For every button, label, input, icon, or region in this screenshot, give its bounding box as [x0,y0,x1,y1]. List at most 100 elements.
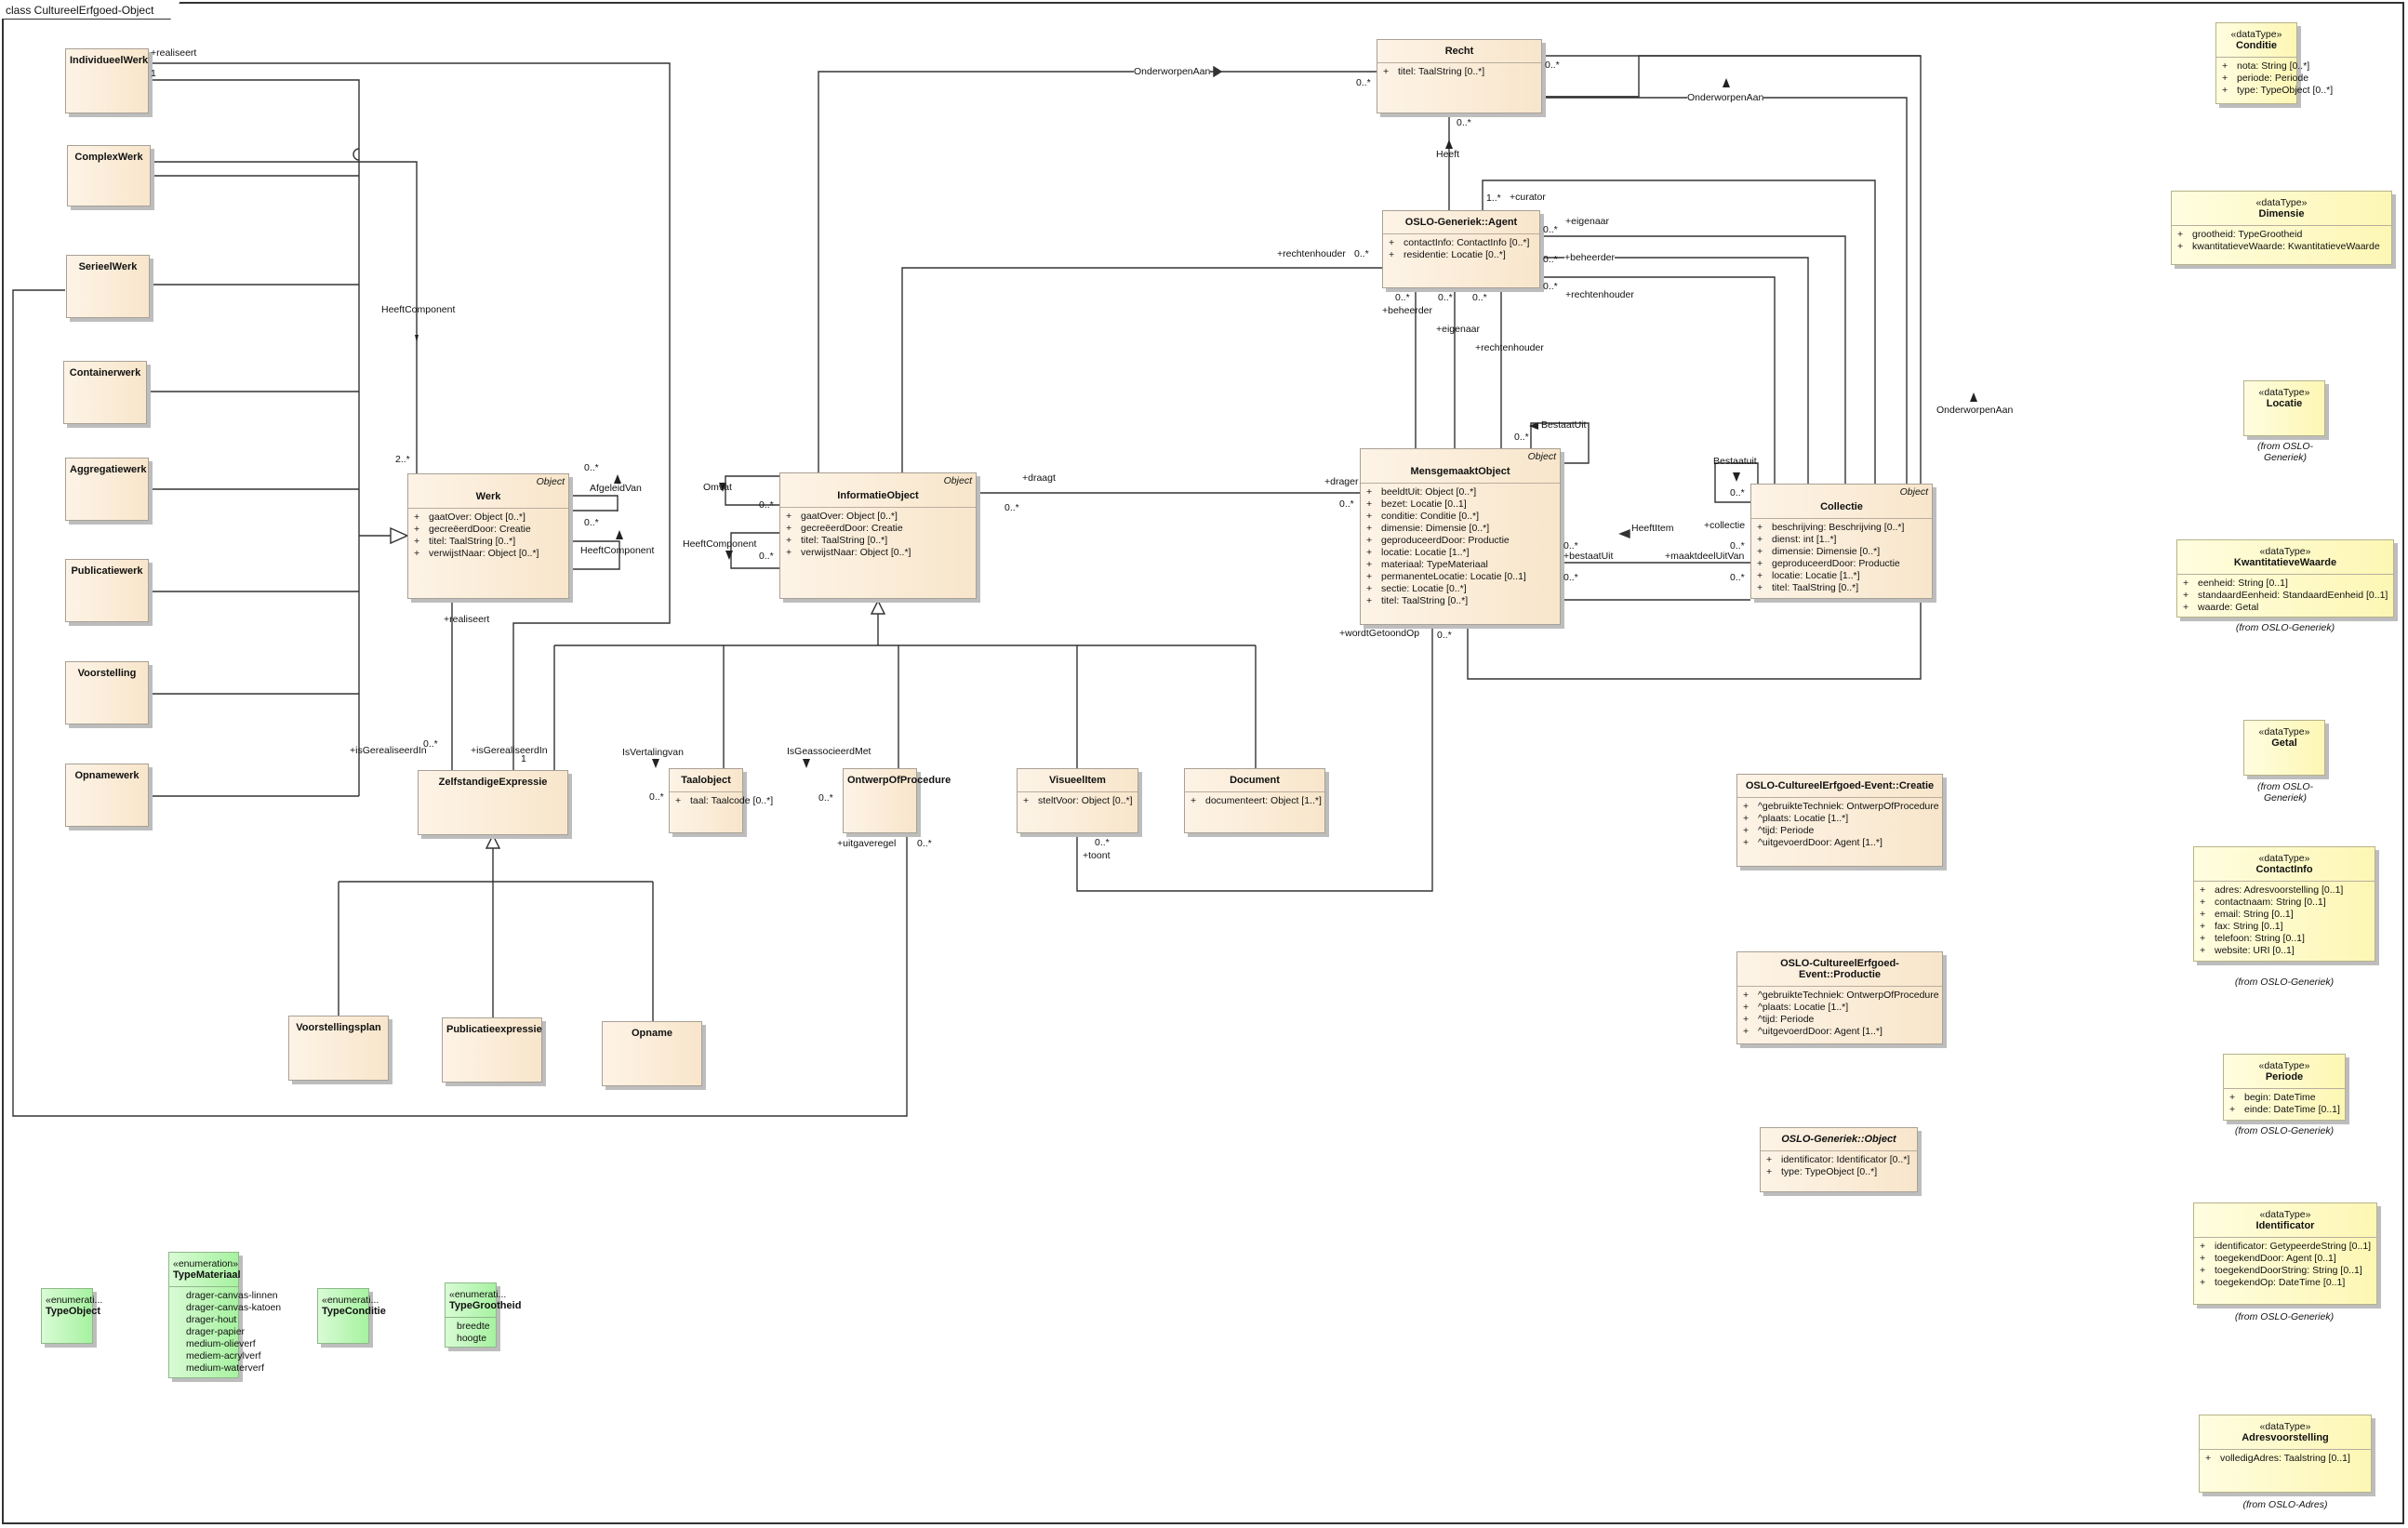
diagram-title: class CultureelErfgoed-Object [2,2,180,20]
datatype-dimensie[interactable]: «dataType»Dimensie +grootheid: TypeGroot… [2171,191,2392,265]
association-name: Heeft [1436,149,1460,160]
attribute: +toegekendOp: DateTime [0..1] [2200,1277,2346,1288]
attribute-list: +taal: Taalcode [0..*] [670,791,773,813]
stereotype: «dataType» [2258,387,2310,398]
multiplicity-label: 2..* [395,454,410,465]
association-name: HeeftComponent [381,304,456,315]
realiseert-line [149,62,671,770]
attribute-list: +identificator: GetypeerdeString [0..1] … [2194,1237,2376,1295]
multiplicity-label: 0..* [1730,487,1745,498]
class-name: OSLO-CultureelErfgoed-Event::Productie [1780,958,1899,980]
attribute-list: +documenteert: Object [1..*] [1185,791,1324,813]
datatype-kwantitatievewaarde[interactable]: «dataType»KwantitatieveWaarde +eenheid: … [2176,539,2394,618]
class-creatie[interactable]: OSLO-CultureelErfgoed-Event::Creatie +^g… [1736,774,1943,867]
datatype-identificator[interactable]: «dataType»Identificator +identificator: … [2193,1202,2377,1305]
class-containerwerk[interactable]: Containerwerk [63,361,147,424]
class-taalobject[interactable]: Taalobject +taal: Taalcode [0..*] [669,768,773,833]
multiplicity-label: 1 [151,68,156,79]
stereotype: «dataType» [2259,1421,2311,1432]
attribute: +^plaats: Locatie [1..*] [1743,813,1849,824]
class-name: Opnamewerk [74,770,140,781]
rechtenhouder-r-line [1540,276,1776,484]
enum-typegrootheid[interactable]: «enumerati...TypeGrootheid breedte hoogt… [445,1282,521,1350]
class-recht[interactable]: Recht +titel: TaalString [0..*] [1377,39,1542,113]
gen-jump [353,148,360,161]
attribute: +steltVoor: Object [0..*] [1023,795,1133,806]
attribute: +waarde: Getal [2183,602,2259,613]
association-name: BestaatUit [1541,419,1587,431]
association-name: OnderworpenAan [1134,66,1211,77]
role-label: +rechtenhouder [1475,342,1544,353]
datatype-locatie[interactable]: «dataType»Locatie [2243,380,2325,436]
multiplicity-label: 0..* [1730,540,1745,551]
enum-typeobject[interactable]: «enumerati...TypeObject [41,1288,102,1344]
association-name: OnderworpenAan [1687,92,1764,103]
class-name: Werk [475,491,501,502]
attribute: +geproduceerdDoor: Productie [1366,535,1510,546]
class-name: OSLO-Generiek::Agent [1404,217,1518,228]
beheerder-r-line [1540,257,1809,484]
datatype-adresvoorstelling[interactable]: «dataType»Adresvoorstelling +volledigAdr… [2199,1415,2372,1493]
class-individueelwerk[interactable]: IndividueelWerk [65,48,149,113]
attribute: +einde: DateTime [0..1] [2229,1104,2340,1115]
class-name: ContactInfo [2255,864,2313,875]
datatype-periode[interactable]: «dataType»Periode +begin: DateTime +eind… [2223,1054,2346,1121]
enum-typemateriaal[interactable]: «enumeration»TypeMateriaal drager-canvas… [168,1252,281,1378]
class-complexwerk[interactable]: ComplexWerk [67,145,151,206]
class-publicatiewerk[interactable]: Publicatiewerk [65,559,149,622]
class-name: Dimensie [2258,208,2305,219]
class-opname[interactable]: Opname [602,1021,702,1086]
class-name: IndividueelWerk [70,55,149,66]
class-voorstelling[interactable]: Voorstelling [65,661,149,724]
association-name: Bestaatuit [1713,456,1757,467]
datatype-getal[interactable]: «dataType»Getal [2243,720,2325,776]
enum-literal: medium-waterverf [186,1362,265,1374]
multiplicity-label: 0..* [1354,248,1369,259]
class-name: Identificator [2255,1220,2315,1231]
enum-typeconditie[interactable]: «enumerati...TypeConditie [317,1288,386,1344]
class-name: Conditie [2236,40,2277,51]
class-generiek-object[interactable]: OSLO-Generiek::Object +identificator: Id… [1760,1127,1918,1192]
from-package-label: (from OSLO-Generiek) [2256,441,2314,463]
class-document[interactable]: Document +documenteert: Object [1..*] [1184,768,1325,833]
class-ontwerpofprocedure[interactable]: OntwerpOfProcedure [843,768,951,833]
attribute: +standaardEenheid: StandaardEenheid [0..… [2183,590,2388,601]
datatype-contactinfo[interactable]: «dataType»ContactInfo +adres: Adresvoors… [2193,846,2375,962]
direction-arrow-bestaatuit-self [1529,422,1538,430]
class-tag: Object [943,475,972,486]
role-label: +realiseert [151,47,197,59]
attribute: +eenheid: String [0..1] [2183,578,2288,589]
literal-list: breedte hoogte [446,1317,496,1350]
from-package-label: (from OSLO-Generiek) [2234,1125,2335,1136]
stereotype: «dataType» [2230,29,2282,40]
enum-literal: mediem-acrylverf [186,1350,261,1362]
attribute-list: +gaatOver: Object [0..*] +gecreëerdDoor:… [408,508,568,565]
class-name: Taalobject [681,775,731,786]
role-label: +bestaatUit [1563,551,1614,562]
direction-arrow-onderworpenaan-mid [1723,78,1730,87]
class-visueelitem[interactable]: VisueelItem +steltVoor: Object [0..*] [1017,768,1138,833]
attribute: +titel: TaalString [0..*] [1757,582,1859,593]
enum-literal: breedte [457,1321,490,1332]
multiplicity-label: 0..* [1563,572,1578,583]
attribute: +periode: Periode [2222,73,2309,84]
attribute: +adres: Adresvoorstelling [0..1] [2200,884,2344,896]
class-agent[interactable]: OSLO-Generiek::Agent +contactInfo: Conta… [1382,210,1540,288]
class-name: Voorstelling [77,668,137,679]
class-publicatieexpressie[interactable]: Publicatieexpressie [442,1017,542,1083]
class-aggregatiewerk[interactable]: Aggregatiewerk [65,458,149,521]
class-name: Opname [631,1028,672,1039]
datatype-conditie[interactable]: «dataType»Conditie +nota: String [0..*] … [2215,22,2333,104]
class-serieelwerk[interactable]: SerieelWerk [66,255,150,318]
class-zelfstandigeexpressie[interactable]: ZelfstandigeExpressie [418,770,568,835]
class-productie[interactable]: OSLO-CultureelErfgoed-Event::Productie +… [1736,951,1943,1044]
attribute: +geproduceerdDoor: Productie [1757,558,1900,569]
class-opnamewerk[interactable]: Opnamewerk [65,764,149,827]
multiplicity-label: 0..* [1438,292,1453,303]
class-voorstellingsplan[interactable]: Voorstellingsplan [288,1016,389,1081]
